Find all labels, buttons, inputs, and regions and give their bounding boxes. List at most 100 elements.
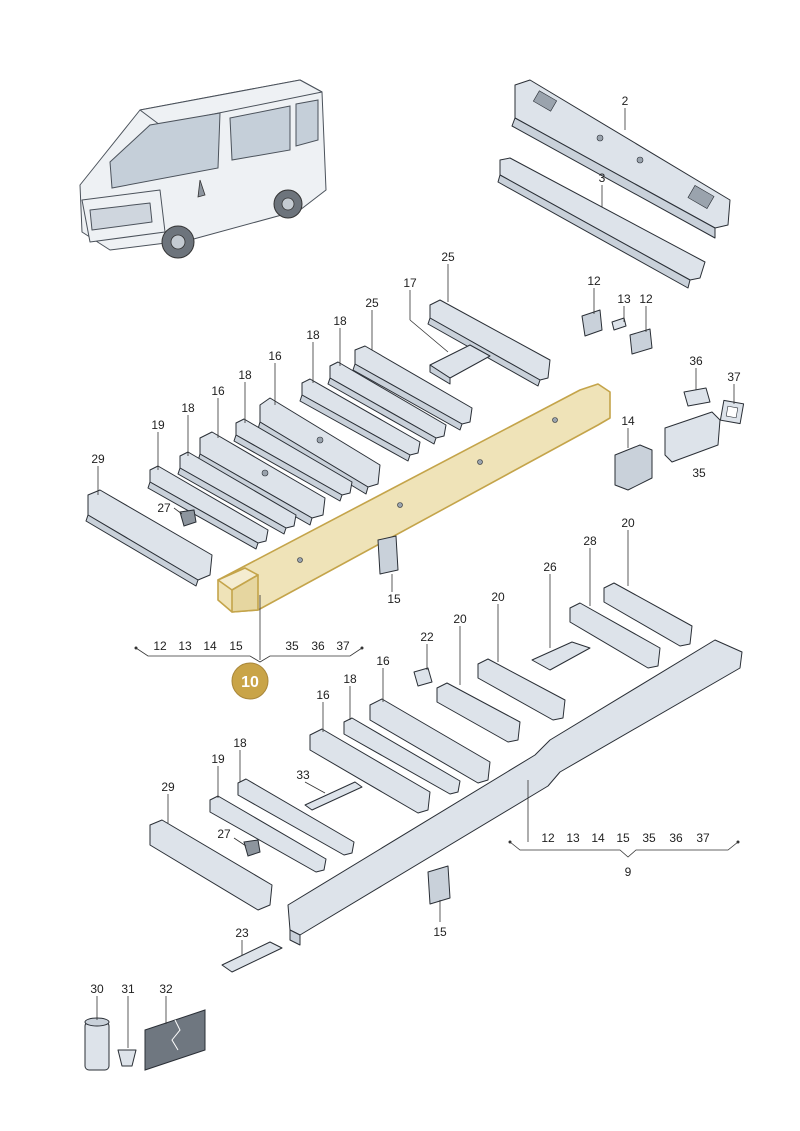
part-36-clip	[683, 387, 711, 407]
callout-18-a: 18	[333, 314, 347, 328]
callout-32: 32	[159, 982, 173, 996]
part-15-bracket-bottom	[427, 865, 451, 905]
group-9-ref-6: 37	[696, 831, 710, 845]
group-10-ref-4: 35	[285, 639, 299, 653]
part-9-lower-side-member	[287, 639, 743, 946]
callout-16-c: 16	[376, 654, 390, 668]
callout-26: 26	[543, 560, 557, 574]
callout-28: 28	[583, 534, 597, 548]
part-22-clip	[413, 667, 433, 687]
part-25-cross-member-b	[352, 345, 473, 431]
part-10-badge-label: 10	[241, 674, 259, 691]
part-18-floor-member-1	[327, 361, 447, 445]
group-10-ref-1: 13	[178, 639, 192, 653]
part-20-member-b	[477, 658, 566, 721]
callout-18-b: 18	[306, 328, 320, 342]
callout-19-a: 19	[151, 418, 165, 432]
part-18-floor-member-2	[299, 378, 421, 462]
label-9: 9	[625, 865, 632, 879]
part-20-member-a	[436, 682, 521, 743]
callout-15-a: 15	[387, 592, 401, 606]
group-10-ref-2: 14	[203, 639, 217, 653]
leader-lines	[96, 108, 740, 1048]
part-17-bracket	[429, 344, 491, 385]
part-35-bracket	[664, 411, 721, 463]
part-16-lower-member-b	[309, 728, 431, 814]
part-2-rear-cross-member	[511, 79, 731, 239]
callout-18-f: 18	[233, 736, 247, 750]
callout-18-e: 18	[343, 672, 357, 686]
callout-2: 2	[622, 94, 629, 108]
part-18-lower-member-b	[237, 778, 355, 856]
part-28-member	[569, 602, 661, 669]
callout-19-b: 19	[211, 752, 225, 766]
group-10-ref-6: 37	[336, 639, 350, 653]
part-25-cross-member-a	[427, 299, 551, 387]
group-9-ref-5: 36	[669, 831, 683, 845]
group-10-ref-3: 15	[229, 639, 243, 653]
callout-27-b: 27	[217, 827, 231, 841]
callout-18-d: 18	[181, 401, 195, 415]
callout-29-b: 29	[161, 780, 175, 794]
part-18-floor-member-3	[233, 418, 353, 502]
callout-31: 31	[121, 982, 135, 996]
group-10-ref-5: 36	[311, 639, 325, 653]
callout-25-upper: 25	[441, 250, 455, 264]
van-illustration	[79, 79, 327, 259]
callout-labels: 2 3 25 17 25 12 13 12 36 37 14 35 18 18 …	[90, 94, 741, 996]
callout-20-c: 20	[621, 516, 635, 530]
part-31-plug	[117, 1049, 137, 1067]
callout-3: 3	[599, 171, 606, 185]
callout-14: 14	[621, 414, 635, 428]
part-18-lower-member	[343, 717, 461, 795]
callout-15-b: 15	[433, 925, 447, 939]
part-27-clip-bottom	[243, 839, 261, 857]
callout-36: 36	[689, 354, 703, 368]
part-20-member-c	[603, 582, 693, 647]
part-29-front-member-bottom	[149, 819, 273, 911]
callout-18-c: 18	[238, 368, 252, 382]
part-37-gasket	[719, 399, 745, 425]
callout-23: 23	[235, 926, 249, 940]
callout-16-b: 16	[211, 384, 225, 398]
callout-16-a: 16	[268, 349, 282, 363]
part-23-bracket	[221, 941, 283, 973]
part-3-floor-rail	[497, 157, 706, 289]
callout-12-b: 12	[639, 292, 653, 306]
callout-20-a: 20	[453, 612, 467, 626]
part-33-bracket	[304, 781, 363, 811]
group-9-ref-4: 35	[642, 831, 656, 845]
part-29-front-member-top	[85, 489, 213, 587]
part-26-bracket	[531, 641, 591, 671]
part-12-bracket-a	[581, 309, 603, 337]
part-10-side-member-highlighted	[217, 383, 611, 613]
callout-13: 13	[617, 292, 631, 306]
group-9-ref-1: 13	[566, 831, 580, 845]
callout-37: 37	[727, 370, 741, 384]
group-9-ref-2: 14	[591, 831, 605, 845]
group-9-ref-0: 12	[541, 831, 555, 845]
callout-29-a: 29	[91, 452, 105, 466]
part-15-bracket-top	[377, 535, 399, 575]
callout-27-a: 27	[157, 501, 171, 515]
callout-30: 30	[90, 982, 104, 996]
group-10-ref-0: 12	[153, 639, 167, 653]
callout-35: 35	[692, 466, 706, 480]
callout-25-lower: 25	[365, 296, 379, 310]
callout-17: 17	[403, 276, 417, 290]
callout-33: 33	[296, 768, 310, 782]
part-27-clip-top	[179, 509, 197, 527]
group-9-ref-3: 15	[616, 831, 630, 845]
part-13-nut	[611, 317, 627, 331]
callout-20-b: 20	[491, 590, 505, 604]
part-16-lower-member-a	[369, 698, 491, 784]
part-30-sealant-can	[84, 1017, 110, 1071]
callout-12-a: 12	[587, 274, 601, 288]
part-14-bracket	[614, 444, 653, 491]
callout-16-d: 16	[316, 688, 330, 702]
callout-22: 22	[420, 630, 434, 644]
part-10-badge[interactable]: 10	[231, 662, 269, 700]
part-32-sound-pad	[144, 1009, 206, 1071]
part-12-bracket-b	[629, 328, 653, 355]
